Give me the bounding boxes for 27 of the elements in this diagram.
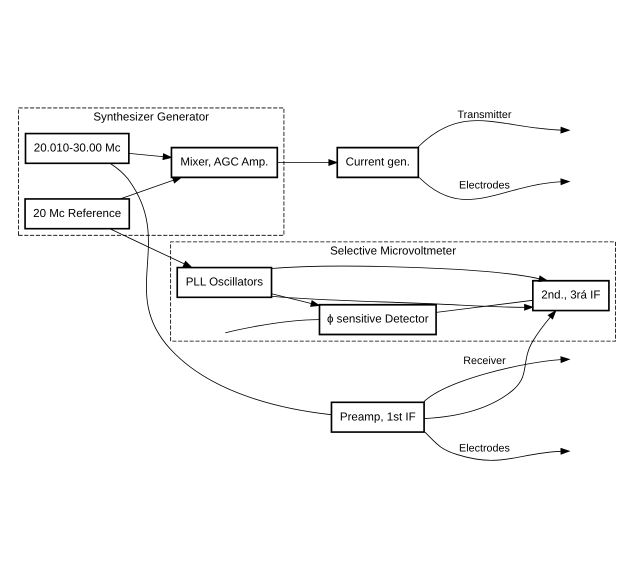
node-box: Mixer, AGC Amp. <box>170 146 278 178</box>
edge-label: Electrodes <box>459 442 510 454</box>
edge-label: Transmitter <box>457 109 512 122</box>
node-box: 20 Mc Reference <box>24 198 130 230</box>
arrow <box>422 356 570 403</box>
arrow <box>128 152 173 160</box>
arrow <box>271 266 549 282</box>
arrow <box>109 228 193 268</box>
arrow <box>271 296 534 311</box>
edge-label: Receiver <box>463 354 506 367</box>
arrow <box>277 159 338 166</box>
node-box: 20.010-30.00 Mc <box>24 132 130 164</box>
arrow <box>120 177 182 200</box>
edge-label: Electrodes <box>459 179 510 192</box>
arrow <box>424 432 570 461</box>
arrow <box>418 176 570 200</box>
node-box: ϕ sensitive Detector <box>318 304 437 336</box>
connector <box>224 319 320 334</box>
node-box: 2nd., 3rá IF <box>532 280 610 312</box>
arrow <box>424 310 557 419</box>
node-box: Current gen. <box>336 146 420 178</box>
arrow <box>271 293 321 307</box>
node-box: Preamp, 1st IF <box>330 402 425 433</box>
connector <box>110 162 332 416</box>
arrow <box>417 120 570 148</box>
node-box: PLL Oscillators <box>176 266 272 298</box>
connector <box>436 300 534 313</box>
